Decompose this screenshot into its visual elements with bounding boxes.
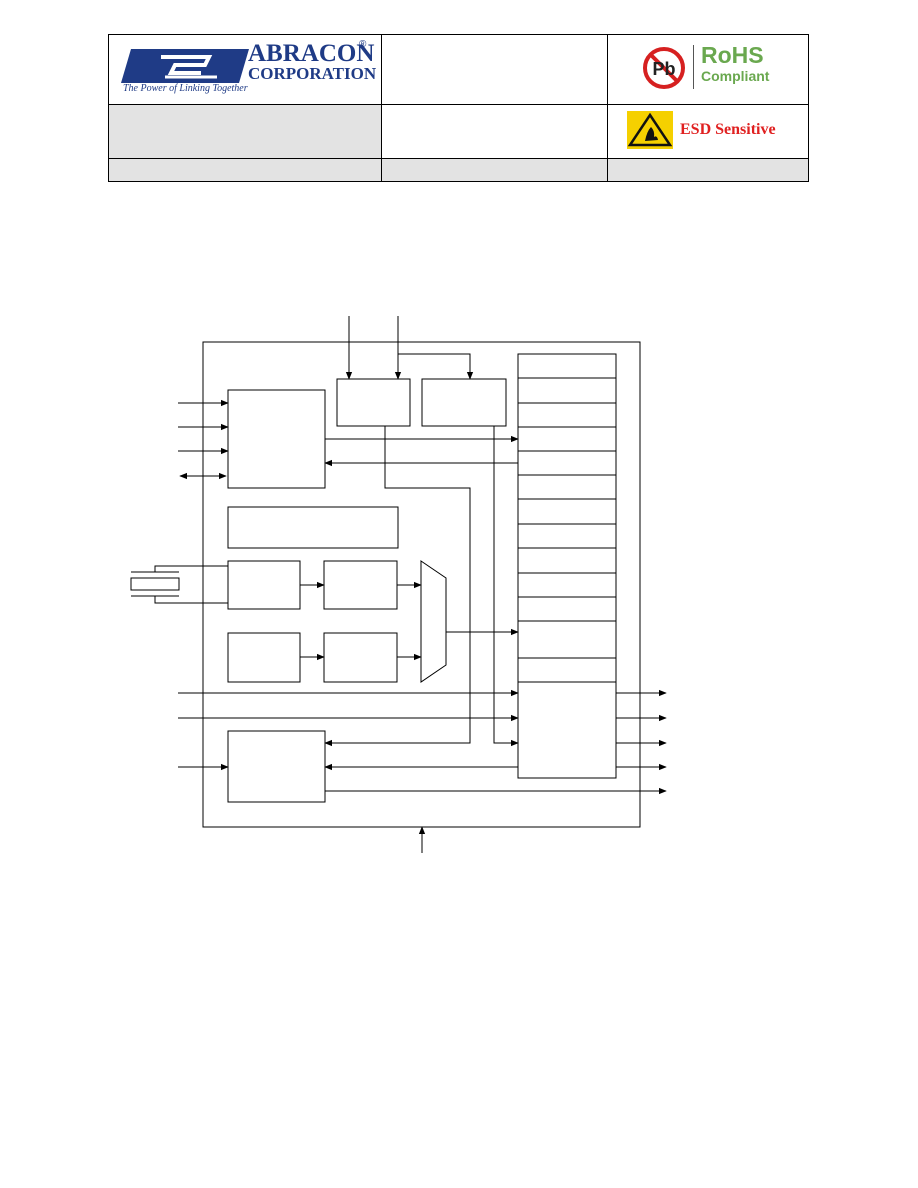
- oscillator-block: [227, 560, 301, 610]
- company-sub: CORPORATION: [248, 64, 377, 83]
- header-row-divider-1: [109, 104, 808, 105]
- signal-arrows: [178, 316, 667, 853]
- abracon-logo-icon: [121, 49, 249, 83]
- interface-block: [227, 389, 326, 489]
- source-block-2: [227, 632, 301, 683]
- divider-block-1: [323, 560, 398, 610]
- crystal-wire-bottom: [154, 596, 228, 604]
- header-cell-gray-d: [608, 159, 808, 181]
- lead-symbol: Pb: [652, 59, 675, 79]
- register-stack: [517, 353, 617, 779]
- company-name: ABRACON: [248, 40, 375, 67]
- header-col-divider-1: [381, 35, 382, 181]
- rohs-title: RoHS: [701, 42, 764, 68]
- top-block-right: [421, 378, 507, 427]
- esd-warning-icon: [627, 111, 673, 149]
- header-row-divider-2: [109, 158, 808, 159]
- rohs-subtitle: Compliant: [701, 68, 770, 84]
- registered-mark: ®: [359, 39, 367, 50]
- header-cell-gray-a: [109, 105, 381, 158]
- register-dividers: [518, 377, 616, 683]
- esd-label: ESD Sensitive: [680, 121, 776, 138]
- multiplexer: [420, 560, 447, 683]
- header-col-divider-2: [607, 35, 608, 181]
- company-tagline: The Power of Linking Together: [123, 83, 248, 94]
- rohs-divider: [693, 45, 694, 89]
- no-lead-icon: Pb: [643, 47, 685, 89]
- wide-block: [227, 506, 399, 549]
- crystal-icon: [130, 577, 180, 591]
- document-header-table: ABRACON ® CORPORATION The Power of Linki…: [108, 34, 809, 182]
- divider-block-2: [323, 632, 398, 683]
- header-cell-gray-b: [109, 159, 381, 181]
- header-cell-gray-c: [382, 159, 607, 181]
- control-block: [227, 730, 326, 803]
- top-block-left: [336, 378, 411, 427]
- crystal-wire-top: [154, 565, 228, 572]
